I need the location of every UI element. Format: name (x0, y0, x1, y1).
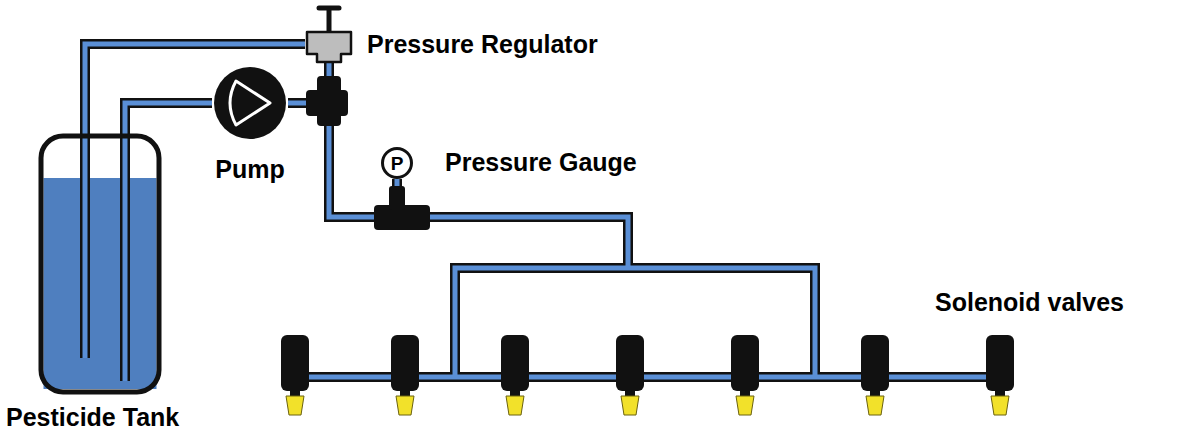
valve-body (501, 335, 529, 391)
solenoid-valve (501, 335, 529, 415)
tank-liquid (44, 178, 157, 389)
pesticide-tank: Pesticide Tank (38, 133, 162, 395)
nozzle-neck (400, 390, 410, 396)
pesticide-tank-shape (38, 133, 162, 395)
valve-body (731, 335, 759, 391)
pressure-gauge: PPressure Gauge (381, 147, 413, 179)
nozzle-neck (870, 390, 880, 396)
nozzle-neck (510, 390, 520, 396)
valve-body (391, 335, 419, 391)
solenoid-valve-boom: Solenoid valves (280, 335, 1020, 420)
spray-nozzle (736, 396, 754, 415)
pipe-connector (125, 103, 212, 133)
pipe-core (83, 133, 88, 358)
spray-nozzle (621, 396, 639, 415)
pump-body (214, 67, 286, 139)
component-label: Pesticide Tank (6, 403, 179, 432)
valve-body (616, 335, 644, 391)
pipe-outline (80, 133, 90, 358)
valve-body (281, 335, 309, 391)
solenoid-valve (731, 335, 759, 415)
solenoid-valve (986, 335, 1014, 415)
valve-body (986, 335, 1014, 391)
pipe-outline (125, 103, 212, 133)
pipe-outline (288, 103, 397, 217)
spray-nozzle (991, 396, 1009, 415)
solenoid-valve (281, 335, 309, 415)
pipe-connector (397, 179, 815, 335)
pump-symbol (230, 81, 270, 125)
nozzle-neck (290, 390, 300, 396)
pressure-regulator: Pressure Regulator (305, 28, 353, 62)
solenoid-valve-boom-shape (280, 335, 1020, 420)
component-label: Pressure Regulator (367, 30, 598, 59)
gauge-tee-fitting (374, 186, 430, 230)
pipe-outline (120, 133, 130, 381)
pump-tee-fitting (306, 76, 348, 126)
regulator-knob (319, 6, 339, 11)
spray-nozzle (286, 396, 304, 415)
gauge-letter: P (381, 147, 413, 179)
pipe-outline (397, 179, 815, 335)
tank-outline (41, 136, 159, 392)
nozzle-neck (995, 390, 1005, 396)
component-label: Pump (215, 155, 284, 184)
solenoid-valve (616, 335, 644, 415)
regulator-body (307, 32, 351, 62)
spray-nozzle (506, 396, 524, 415)
pump-shape (212, 65, 288, 141)
valve-body (861, 335, 889, 391)
solenoid-valve (861, 335, 889, 415)
pipe-connector (288, 103, 397, 217)
component-label: Solenoid valves (935, 288, 1124, 317)
pipe-core (123, 133, 128, 381)
pressure-regulator-shape (305, 28, 353, 62)
nozzle-neck (740, 390, 750, 396)
pump: Pump (212, 65, 288, 141)
dip-tubes (85, 133, 125, 381)
component-label: Pressure Gauge (445, 148, 637, 177)
pipe-core (288, 103, 397, 217)
spray-nozzle (396, 396, 414, 415)
nozzle-neck (625, 390, 635, 396)
pipe-core (397, 179, 815, 335)
spray-nozzle (866, 396, 884, 415)
regulator-stem (327, 8, 332, 32)
pipe-core (125, 103, 212, 133)
solenoid-valve (391, 335, 419, 415)
